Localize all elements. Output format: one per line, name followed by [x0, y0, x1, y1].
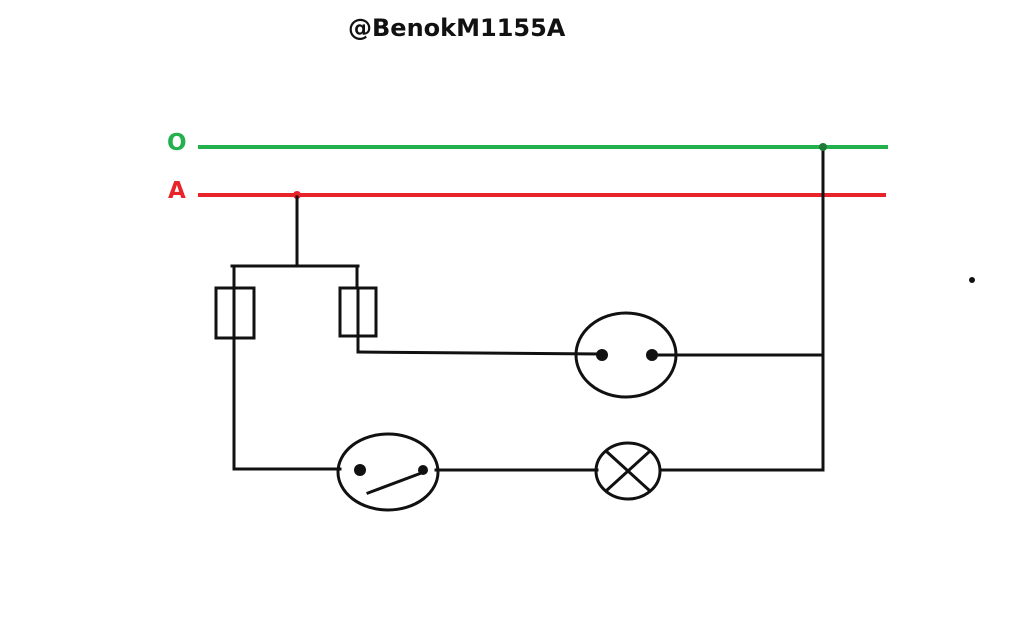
socket-pin-left: [596, 349, 608, 361]
switch-blade: [366, 470, 426, 495]
watermark-text: @BenokM1155A: [348, 14, 566, 42]
phase-junction-dot: [293, 191, 301, 199]
switch-outline: [336, 432, 440, 512]
neutral-rail-label: O: [167, 130, 187, 156]
switch-contact-left: [354, 464, 366, 476]
phase-rail-label: A: [168, 178, 186, 204]
socket-pin-right: [646, 349, 658, 361]
stray-dot: [969, 277, 975, 283]
lamp-cross-b: [603, 448, 653, 494]
neutral-junction-dot: [819, 143, 827, 151]
switch-contact-right: [418, 465, 428, 475]
socket-feed-wire: [356, 350, 602, 356]
